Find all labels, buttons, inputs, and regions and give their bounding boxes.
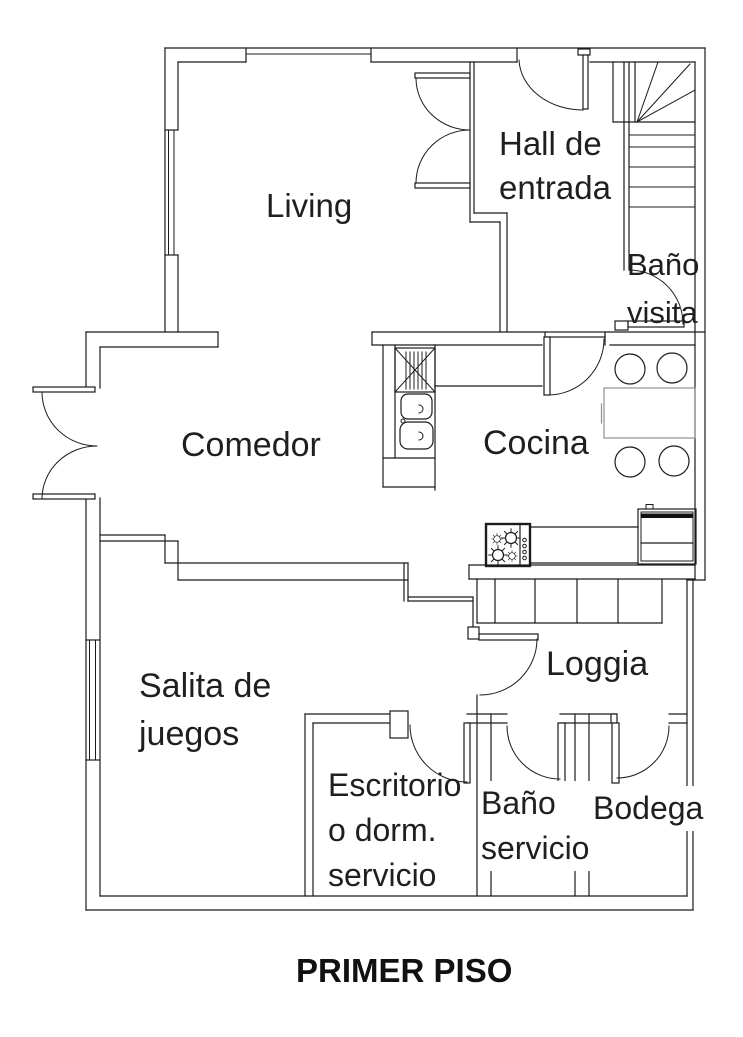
chair xyxy=(656,352,688,384)
room-label-bodega: Bodega xyxy=(593,786,706,831)
kitchen-sink xyxy=(382,344,436,491)
refrigerator xyxy=(637,504,697,565)
room-label-comedor: Comedor xyxy=(181,423,321,468)
label-line: Baño xyxy=(627,247,700,282)
label-line: Loggia xyxy=(546,645,649,683)
label-line: entrada xyxy=(499,169,611,206)
kitchen-counters xyxy=(434,385,696,580)
label-line: Living xyxy=(266,187,353,224)
kitchen-table xyxy=(600,387,696,439)
label-line: visita xyxy=(627,295,698,330)
duct-column xyxy=(389,710,409,739)
label-line: servicio xyxy=(328,857,437,893)
stove xyxy=(484,522,532,568)
comedor-exterior-double-door xyxy=(32,386,98,500)
label-line: Comedor xyxy=(181,426,321,464)
chair xyxy=(614,446,646,478)
living-west-window xyxy=(164,129,179,256)
label-line: Cocina xyxy=(483,424,589,462)
dish-rack-hatch xyxy=(405,351,427,390)
bano-visita-door xyxy=(614,269,685,331)
hall-double-door xyxy=(414,72,471,189)
staircase xyxy=(612,61,696,208)
room-label-cocina: Cocina xyxy=(483,421,589,466)
label-line: o dorm. xyxy=(328,812,437,848)
label-line: Salita de xyxy=(139,667,272,705)
living-north-window xyxy=(245,47,372,63)
label-line: Baño xyxy=(481,781,592,826)
chair xyxy=(614,353,646,385)
plan-title: PRIMER PISO xyxy=(296,952,513,989)
room-label-salita: Salita de juegos xyxy=(139,662,271,758)
room-label-living: Living xyxy=(266,183,352,228)
loggia-cabinets xyxy=(476,578,663,624)
label-line: Bodega xyxy=(593,786,706,831)
kitchen-door xyxy=(543,331,606,396)
room-label-bano-visita: Baño visita xyxy=(627,241,699,337)
stove-knobs xyxy=(522,537,527,561)
bodega-door xyxy=(610,713,670,784)
room-label-hall: Hall de entrada xyxy=(499,122,611,210)
label-line: servicio xyxy=(481,826,592,871)
entrance-door xyxy=(516,47,591,111)
room-label-escritorio: Escritorio o dorm. servicio xyxy=(328,763,461,898)
label-line: Hall de xyxy=(499,125,602,162)
label-line: juegos xyxy=(139,715,240,753)
chairs xyxy=(614,352,690,478)
label-line: Escritorio xyxy=(328,767,462,803)
room-label-loggia: Loggia xyxy=(546,642,648,687)
chair xyxy=(658,445,690,477)
salita-west-window xyxy=(85,639,101,761)
room-label-bano-servicio: Baño servicio xyxy=(481,781,592,871)
bano-servicio-door xyxy=(506,722,566,784)
loggia-door xyxy=(467,626,539,696)
escritorio-door xyxy=(409,722,471,784)
